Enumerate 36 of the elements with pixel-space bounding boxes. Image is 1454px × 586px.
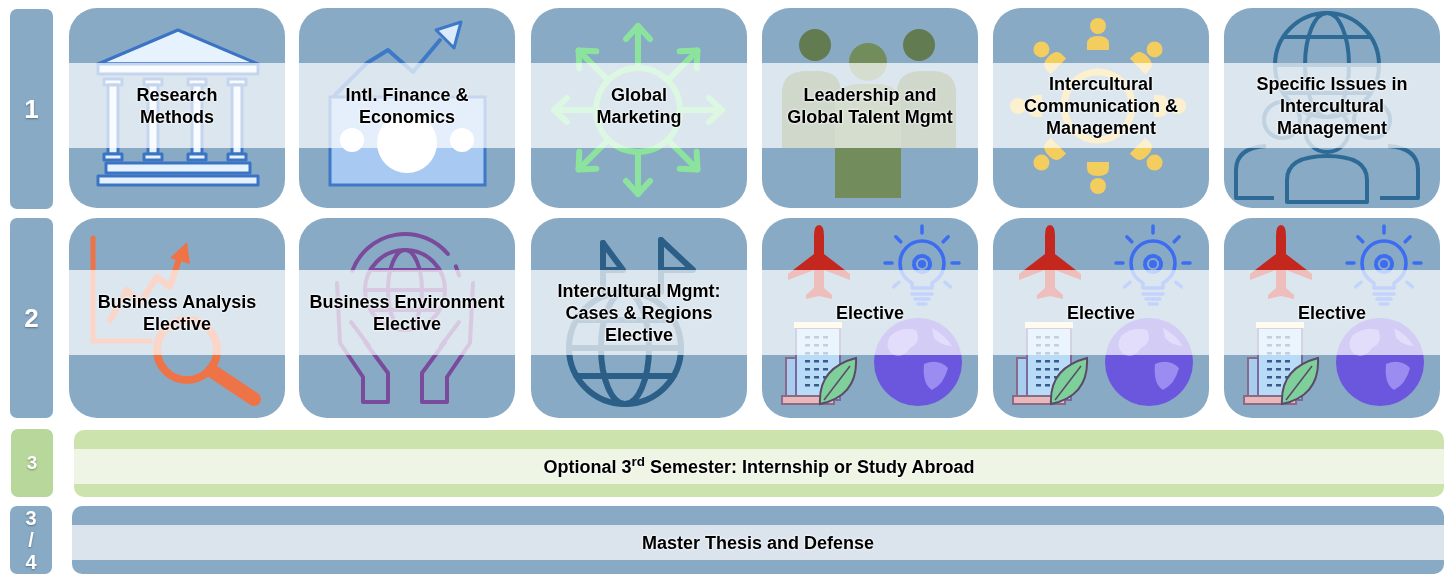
course-tile [69, 218, 285, 418]
course-title: Leadership and Global Talent Mgmt [786, 83, 954, 128]
semester-number: 2 [23, 303, 40, 333]
course-title: Business Environment Elective [308, 290, 506, 335]
course-tile [299, 218, 515, 418]
course-title: Research Methods [135, 83, 219, 128]
course-tile [1224, 8, 1440, 208]
course-tile [1224, 218, 1440, 418]
course-title: Global Marketing [595, 83, 683, 128]
semester-tab [10, 506, 52, 574]
semester-tab [11, 429, 53, 497]
semester-number: 3 / 4 [24, 507, 38, 573]
course-tile [762, 218, 978, 418]
course-tile [531, 218, 747, 418]
course-tile [531, 8, 747, 208]
course-tile [69, 8, 285, 208]
semester-bar [72, 506, 1444, 574]
bar-title: Optional 3$^{rd}$ Semester: Internship or Study Abroad [543, 455, 975, 478]
course-title: Business Analysis Elective [96, 290, 258, 335]
semester-bar [74, 430, 1444, 497]
bar-title: Master Thesis and Defense [641, 531, 875, 554]
course-title: Elective [1066, 301, 1135, 324]
semester-tab [10, 9, 53, 209]
course-tile [993, 218, 1209, 418]
course-title: Elective [835, 301, 904, 324]
course-title: Specific Issues in Intercultural Management [1255, 72, 1409, 139]
semester-number: 3 [25, 452, 39, 474]
course-tile [993, 8, 1209, 208]
semester-number: 1 [23, 94, 40, 124]
course-title: Elective [1297, 301, 1366, 324]
course-tile [762, 8, 978, 208]
course-tile [299, 8, 515, 208]
course-title: Intercultural Communication & Management [1023, 72, 1179, 139]
course-title: Intercultural Mgmt: Cases & Regions Elective [556, 279, 722, 346]
course-title: Intl. Finance & Economics [344, 83, 470, 128]
semester-tab [10, 218, 53, 418]
